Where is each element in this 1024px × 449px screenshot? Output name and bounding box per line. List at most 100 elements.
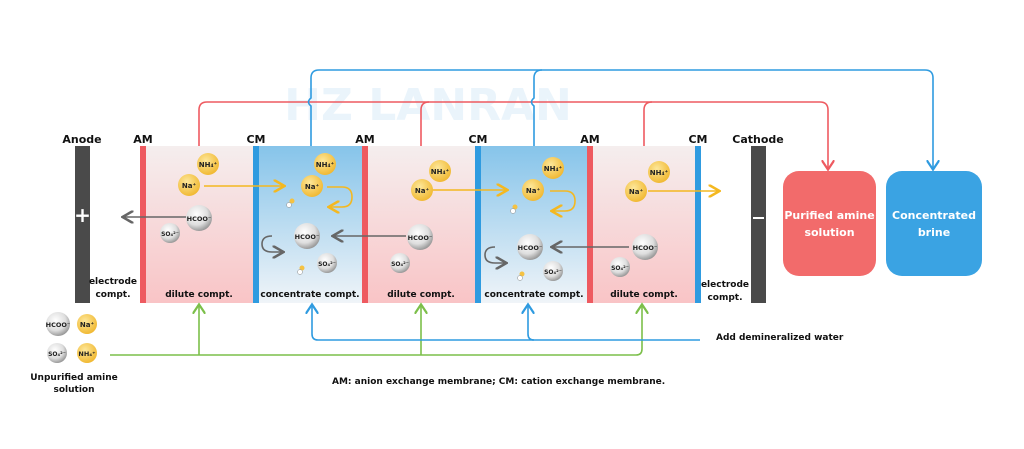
water-inlet-pipe <box>312 306 700 341</box>
ammonium-ion: NH₄⁺ <box>429 160 451 182</box>
feed-sodium-ion: Na⁺ <box>77 314 97 334</box>
svg-text:HCOO⁻: HCOO⁻ <box>46 321 71 329</box>
svg-text:NH₄⁺: NH₄⁺ <box>650 169 669 177</box>
bubble-icon <box>510 204 518 214</box>
purified-outlet-pipe <box>198 101 828 168</box>
feed-label: Unpurified amine <box>30 373 118 383</box>
svg-text:brine: brine <box>918 226 950 239</box>
bubble-icon <box>297 265 305 275</box>
svg-text:HCOO⁻: HCOO⁻ <box>295 233 320 241</box>
svg-text:NH₄⁺: NH₄⁺ <box>544 165 563 173</box>
svg-text:SO₄²⁻: SO₄²⁻ <box>611 265 629 272</box>
cathode-electrode <box>751 146 766 303</box>
electrode-compartment-label: compt. <box>707 293 742 303</box>
cation-membrane <box>695 146 701 303</box>
svg-text:SO₄²⁻: SO₄²⁻ <box>544 269 562 276</box>
svg-text:NH₄⁺: NH₄⁺ <box>78 350 95 358</box>
formate-ion: HCOO⁻ <box>632 234 658 260</box>
feed-sulfate-ion: SO₄²⁻ <box>47 343 67 363</box>
purified-amine-output: Purified amine solution <box>783 171 876 276</box>
membrane-label: CM <box>246 133 265 146</box>
svg-text:HCOO⁻: HCOO⁻ <box>187 215 212 223</box>
formate-ion: HCOO⁻ <box>294 223 320 249</box>
svg-text:NH₄⁺: NH₄⁺ <box>199 161 218 169</box>
svg-text:solution: solution <box>804 226 854 239</box>
watermark: HZ LANRAN <box>284 80 572 131</box>
svg-text:NH₄⁺: NH₄⁺ <box>431 168 450 176</box>
feed-formate-ion: HCOO⁻ <box>46 312 71 336</box>
feed-label: solution <box>53 385 94 395</box>
concentrate-compartment-label: concentrate compt. <box>484 290 583 300</box>
svg-text:HCOO⁻: HCOO⁻ <box>518 244 543 252</box>
electrode-compartment-label: electrode <box>701 280 749 290</box>
membrane-label: CM <box>688 133 707 146</box>
membrane-label: AM <box>580 133 599 146</box>
svg-text:HCOO⁻: HCOO⁻ <box>633 244 658 252</box>
sodium-ion: Na⁺ <box>522 179 544 201</box>
svg-text:Concentrated: Concentrated <box>892 209 976 222</box>
ammonium-ion: NH₄⁺ <box>197 153 219 175</box>
membrane-label: AM <box>355 133 374 146</box>
sodium-ion: Na⁺ <box>411 179 433 201</box>
feed-inlet-pipe <box>110 306 642 356</box>
sulfate-ion: SO₄²⁻ <box>543 261 563 281</box>
sodium-ion: Na⁺ <box>625 180 647 202</box>
svg-text:Na⁺: Na⁺ <box>629 188 644 196</box>
cation-blocked-arrow <box>327 186 353 207</box>
membrane-label: AM <box>133 133 152 146</box>
svg-text:Na⁺: Na⁺ <box>80 321 95 329</box>
formate-ion: HCOO⁻ <box>407 224 433 250</box>
svg-text:Na⁺: Na⁺ <box>182 182 197 190</box>
sulfate-ion: SO₄²⁻ <box>317 253 337 273</box>
svg-text:Na⁺: Na⁺ <box>415 187 430 195</box>
water-inlet-label: Add demineralized water <box>716 333 844 343</box>
dilute-compartment-3 <box>593 146 695 303</box>
sodium-ion: Na⁺ <box>178 174 200 196</box>
svg-text:NH₄⁺: NH₄⁺ <box>316 161 335 169</box>
plus-icon: + <box>74 203 91 227</box>
concentrated-brine-output: Concentrated brine <box>886 171 982 276</box>
sodium-ion: Na⁺ <box>301 175 323 197</box>
concentrate-compartment-label: concentrate compt. <box>260 290 359 300</box>
sulfate-ion: SO₄²⁻ <box>610 257 630 277</box>
cation-membrane <box>253 146 259 303</box>
feed-ammonium-ion: NH₄⁺ <box>77 343 97 363</box>
dilute-compartment-label: dilute compt. <box>165 290 233 300</box>
membrane-label: CM <box>468 133 487 146</box>
ammonium-ion: NH₄⁺ <box>542 157 564 179</box>
anion-blocked-arrow <box>261 235 282 252</box>
formate-ion: HCOO⁻ <box>517 234 543 260</box>
svg-text:Na⁺: Na⁺ <box>526 187 541 195</box>
brine-outlet-pipe <box>307 69 934 168</box>
sulfate-ion: SO₄²⁻ <box>390 253 410 273</box>
svg-text:HCOO⁻: HCOO⁻ <box>408 234 433 242</box>
formate-ion: HCOO⁻ <box>186 205 212 231</box>
svg-text:Purified amine: Purified amine <box>784 209 874 222</box>
anion-membrane <box>140 146 146 303</box>
sulfate-ion: SO₄²⁻ <box>160 223 180 243</box>
anode-electrode <box>75 146 90 303</box>
anion-membrane <box>587 146 593 303</box>
cation-blocked-arrow <box>550 190 576 211</box>
svg-text:SO₄²⁻: SO₄²⁻ <box>161 231 179 238</box>
anion-membrane <box>362 146 368 303</box>
svg-text:SO₄²⁻: SO₄²⁻ <box>318 261 336 268</box>
dilute-compartment-label: dilute compt. <box>610 290 678 300</box>
cathode-label: Cathode <box>732 133 783 146</box>
electrode-compartment-label: electrode <box>89 277 137 287</box>
anode-label: Anode <box>62 133 101 146</box>
anion-blocked-arrow <box>484 246 505 263</box>
svg-text:SO₄²⁻: SO₄²⁻ <box>391 261 409 268</box>
bubble-icon <box>517 271 525 281</box>
bubble-icon <box>286 198 295 208</box>
svg-text:Na⁺: Na⁺ <box>305 183 320 191</box>
concentrate-compartment-2 <box>481 146 587 303</box>
cation-membrane <box>475 146 481 303</box>
dilute-compartment-label: dilute compt. <box>387 290 455 300</box>
footnote: AM: anion exchange membrane; CM: cation … <box>332 377 665 387</box>
ammonium-ion: NH₄⁺ <box>314 153 336 175</box>
svg-text:SO₄²⁻: SO₄²⁻ <box>48 351 66 358</box>
electrode-compartment-label: compt. <box>95 290 130 300</box>
minus-icon <box>753 217 764 219</box>
